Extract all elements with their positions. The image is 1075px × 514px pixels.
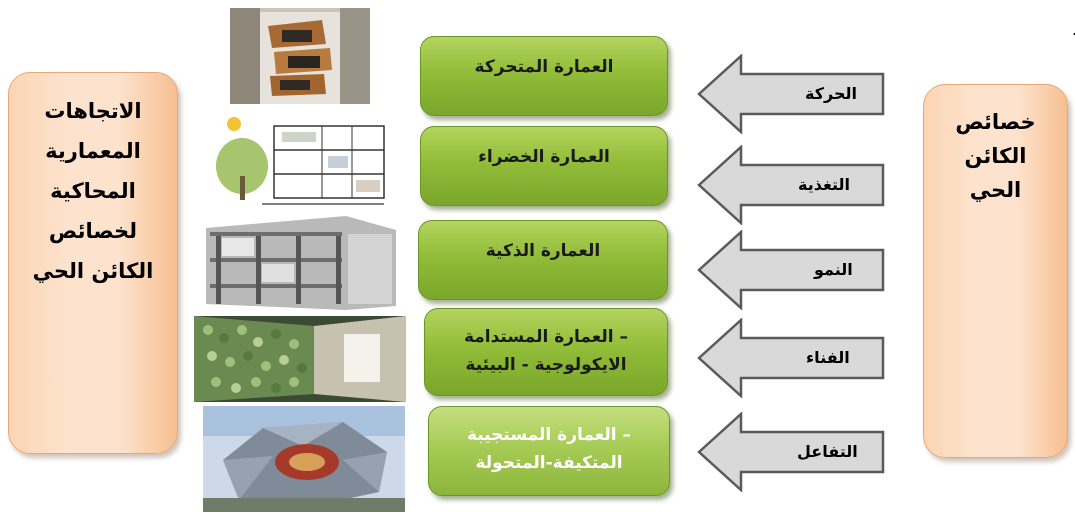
green-box-sustainable-architecture: العمارة المستدامة – الايكولوجية - البيئي…	[424, 308, 668, 396]
arrow-left-icon	[697, 318, 887, 398]
arrow-label-decay: الفناء	[806, 348, 850, 367]
arrow-label-interaction: التفاعل	[797, 442, 858, 461]
arrow-label-movement: الحركة	[805, 84, 857, 103]
green-box-moving-architecture: العمارة المتحركة	[420, 36, 668, 116]
green-box-responsive-architecture: العمارة المستجيبة – المتكيفة-المتحولة	[428, 406, 670, 496]
right-panel-text: خصائص الكائن الحي	[955, 110, 1036, 202]
building-photo	[230, 8, 370, 104]
left-panel-architectural-trends: الاتجاهات المعمارية المحاكية لخصائص الكا…	[8, 72, 178, 454]
stadium-roof-render	[203, 406, 405, 512]
green-box-green-architecture: العمارة الخضراء	[420, 126, 668, 206]
left-panel-text: الاتجاهات المعمارية المحاكية لخصائص الكا…	[32, 99, 154, 283]
arrow-left-icon	[697, 145, 887, 225]
smart-building-frame-render	[196, 214, 406, 314]
arrow-label-nutrition: التغذية	[798, 175, 851, 194]
arrow-label-growth: النمو	[814, 260, 853, 279]
stray-dot: .	[1072, 20, 1075, 39]
arrow-left-icon	[697, 54, 887, 134]
arrow-left-icon	[697, 230, 887, 310]
right-panel-organism-traits: خصائص الكائن الحي	[923, 84, 1068, 458]
green-building-section-drawing	[212, 114, 392, 214]
arrow-left-icon	[697, 412, 887, 492]
green-box-smart-architecture: العمارة الذكية	[418, 220, 668, 300]
recycled-bottle-wall-photo	[194, 316, 406, 402]
